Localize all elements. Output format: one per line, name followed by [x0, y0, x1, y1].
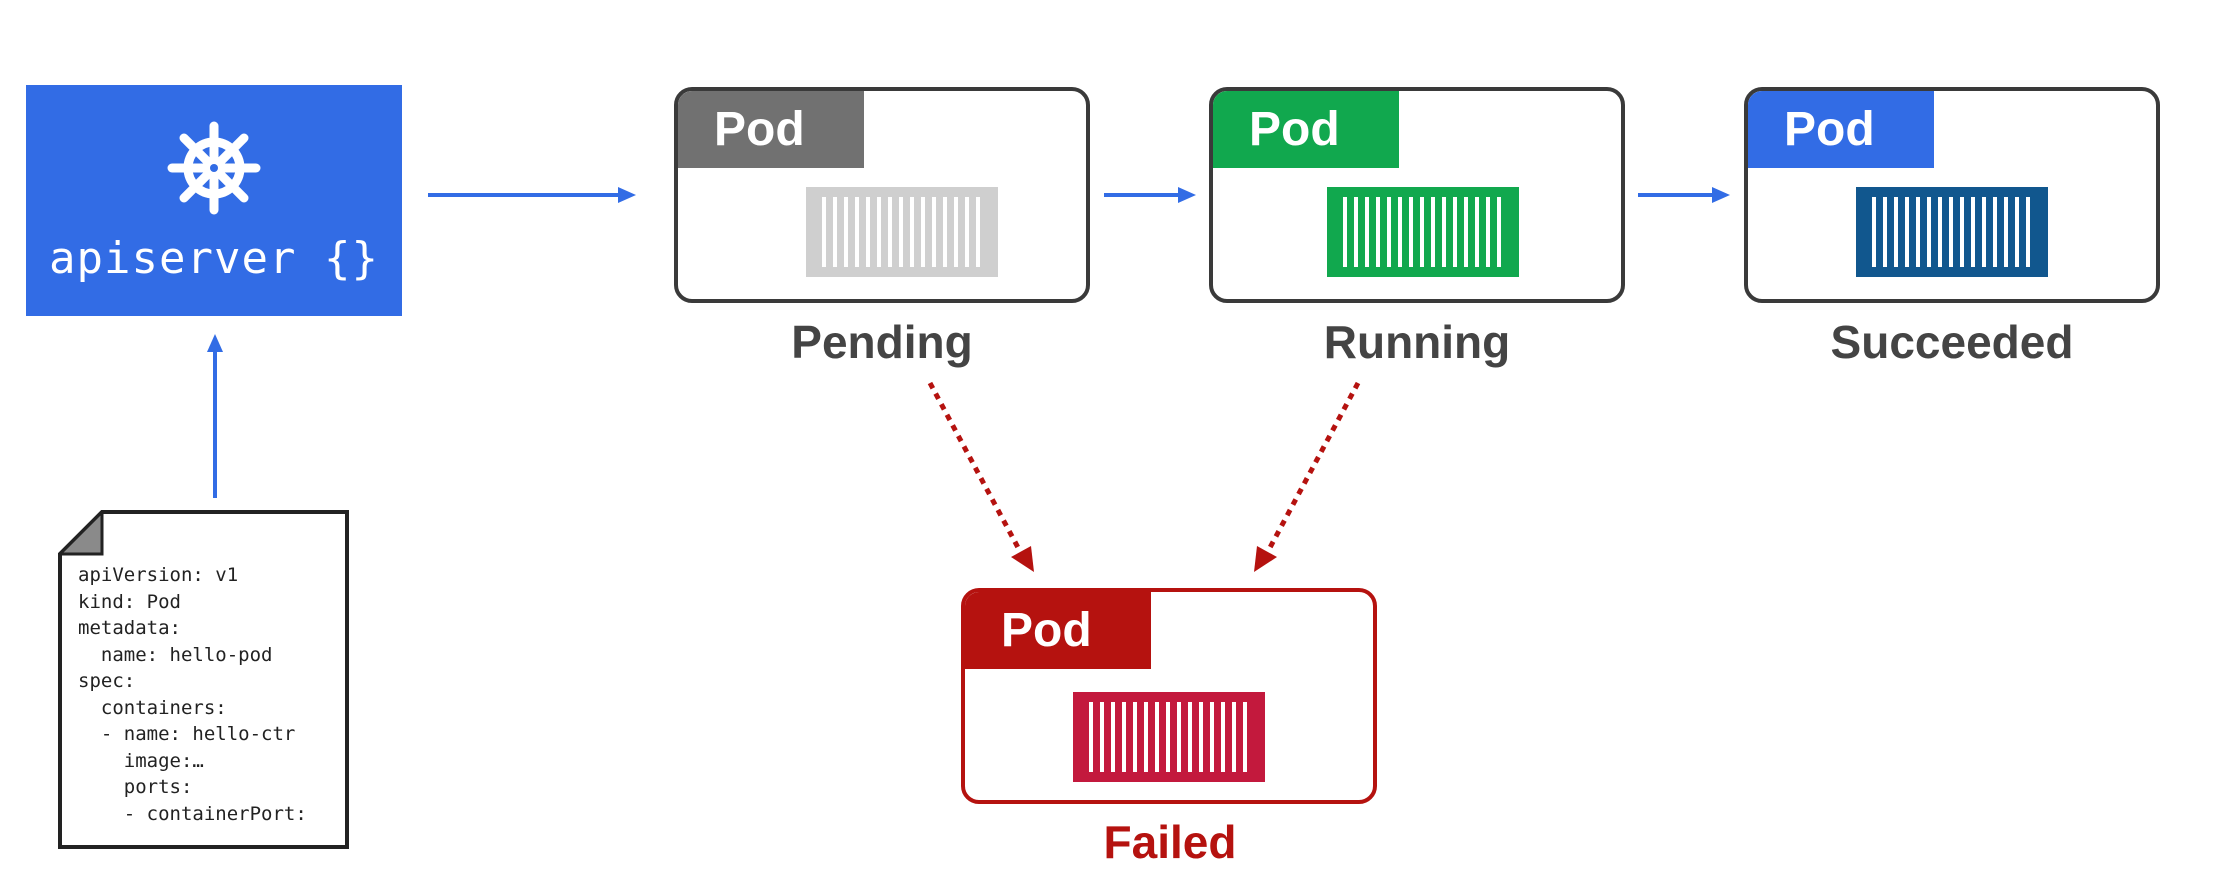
- pod-succeeded: Pod: [1744, 87, 2160, 303]
- container-icon: [806, 187, 998, 277]
- manifest-line: - name: hello-ctr: [78, 723, 296, 745]
- manifest-line: spec:: [78, 670, 136, 692]
- arrow-apiserver-to-pending: [428, 187, 636, 203]
- kubernetes-helm-icon: [167, 121, 261, 215]
- manifest-yaml: apiVersion: v1 kind: Pod metadata: name:…: [78, 562, 307, 827]
- pod-running: Pod: [1209, 87, 1625, 303]
- arrow-running-to-succeeded: [1638, 187, 1730, 203]
- manifest-line: kind: Pod: [78, 590, 181, 613]
- manifest-line: metadata:: [78, 617, 181, 639]
- container-icon: [1856, 187, 2048, 277]
- manifest-line: ports:: [78, 776, 193, 798]
- arrow-running-to-failed: [1254, 381, 1361, 572]
- manifest-line: - containerPort:: [78, 802, 307, 825]
- manifest-line: name: hello-pod: [78, 643, 273, 666]
- pod-tag: Pod: [965, 592, 1151, 669]
- arrow-pending-to-failed: [927, 381, 1034, 572]
- container-icon: [1073, 692, 1265, 782]
- document-icon: [58, 510, 349, 849]
- arrow-pending-to-running: [1104, 187, 1196, 203]
- manifest-line: image:…: [78, 749, 204, 772]
- state-label-succeeded: Succeeded: [1830, 316, 2074, 368]
- container-icon: [1327, 187, 1519, 277]
- manifest-line: containers:: [78, 696, 227, 719]
- pod-failed: Pod: [961, 588, 1377, 804]
- pod-tag: Pod: [1213, 91, 1399, 168]
- apiserver-label: apiserver {}: [49, 233, 379, 284]
- arrow-manifest-to-apiserver: [207, 334, 223, 498]
- state-label-failed: Failed: [1103, 816, 1237, 868]
- state-label-running: Running: [1323, 316, 1511, 368]
- pod-tag: Pod: [678, 91, 864, 168]
- state-label-pending: Pending: [791, 316, 973, 368]
- pod-manifest-document: apiVersion: v1 kind: Pod metadata: name:…: [58, 510, 350, 850]
- pod-pending: Pod: [674, 87, 1090, 303]
- apiserver-block: apiserver {}: [26, 85, 402, 316]
- pod-tag: Pod: [1748, 91, 1934, 168]
- manifest-line: apiVersion: v1: [78, 564, 239, 586]
